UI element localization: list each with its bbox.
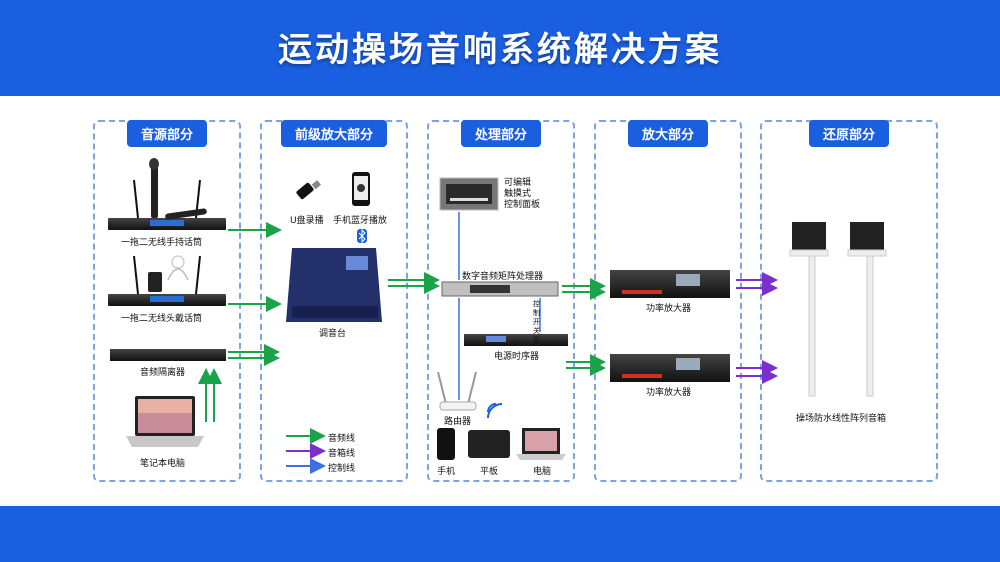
section-process: 处理部分: [427, 120, 575, 482]
page-title: 运动操场音响系统解决方案: [278, 30, 722, 70]
line-array-speaker-1: [789, 222, 829, 397]
power-amp-1: [610, 270, 730, 298]
touch-panel-label: 可编辑 触摸式 控制面板: [504, 178, 540, 211]
section-source-title: 音源部分: [126, 120, 208, 147]
power-sequencer: [464, 334, 568, 346]
section-restore: 还原部分: [760, 120, 938, 482]
line-array-speaker-2: [847, 222, 887, 397]
handheld-mic-receiver: [108, 158, 226, 230]
touch-panel: [439, 177, 499, 211]
speakers-label: 操场防水线性阵列音箱: [796, 414, 887, 424]
router-label: 路由器: [444, 417, 472, 427]
touch-panel-label-line1: 可编辑: [504, 178, 532, 188]
amp1-label: 功率放大器: [646, 304, 692, 314]
phone-label: 手机: [437, 467, 456, 477]
mixer-console: [286, 248, 382, 322]
laptop: [126, 396, 204, 447]
section-pre: 前级放大部分: [260, 120, 408, 482]
matrix-processor: [441, 281, 559, 297]
legend-speaker: 音箱线: [328, 449, 356, 459]
header-band: [0, 0, 1000, 96]
touch-panel-label-line2: 触摸式: [504, 189, 532, 199]
amp2-label: 功率放大器: [646, 388, 692, 398]
section-pre-title: 前级放大部分: [280, 120, 388, 147]
phone-bluetooth: [352, 172, 370, 206]
mixer-label: 调音台: [319, 329, 347, 339]
usb-label: U盘录播: [290, 216, 324, 226]
section-source: 音源部分: [93, 120, 241, 482]
legend-audio: 音频线: [328, 434, 356, 444]
wifi-icon: [487, 403, 503, 419]
legend-control: 控制线: [328, 464, 356, 474]
bluetooth-icon: [357, 228, 367, 244]
audio-isolator: [110, 349, 226, 361]
section-restore-title: 还原部分: [808, 120, 890, 147]
touch-panel-label-line3: 控制面板: [504, 200, 541, 210]
tablet-label: 平板: [480, 467, 499, 477]
section-amp-title: 放大部分: [627, 120, 709, 147]
phone: [437, 428, 455, 460]
computer-label: 电脑: [533, 467, 552, 477]
usb-drive: [296, 180, 321, 200]
router: [437, 371, 477, 411]
footer-band: [0, 506, 1000, 562]
section-process-title: 处理部分: [460, 120, 542, 147]
control-switch-label: 控制开关机: [533, 300, 540, 344]
sequencer-label: 电源时序器: [494, 352, 540, 362]
tablet: [468, 430, 510, 458]
isolator-label: 音频隔离器: [140, 368, 186, 378]
headset-mic-receiver: [108, 255, 226, 306]
power-amp-2: [610, 354, 730, 382]
phone-bt-label: 手机蓝牙播放: [333, 216, 388, 226]
section-amp: 放大部分: [594, 120, 742, 482]
matrix-label: 数字音频矩阵处理器: [462, 272, 544, 282]
headset-mic-label: 一拖二无线头戴话筒: [121, 314, 203, 324]
computer: [516, 428, 566, 460]
handheld-mic-label: 一拖二无线手持话筒: [121, 238, 203, 248]
laptop-label: 笔记本电脑: [140, 459, 186, 469]
